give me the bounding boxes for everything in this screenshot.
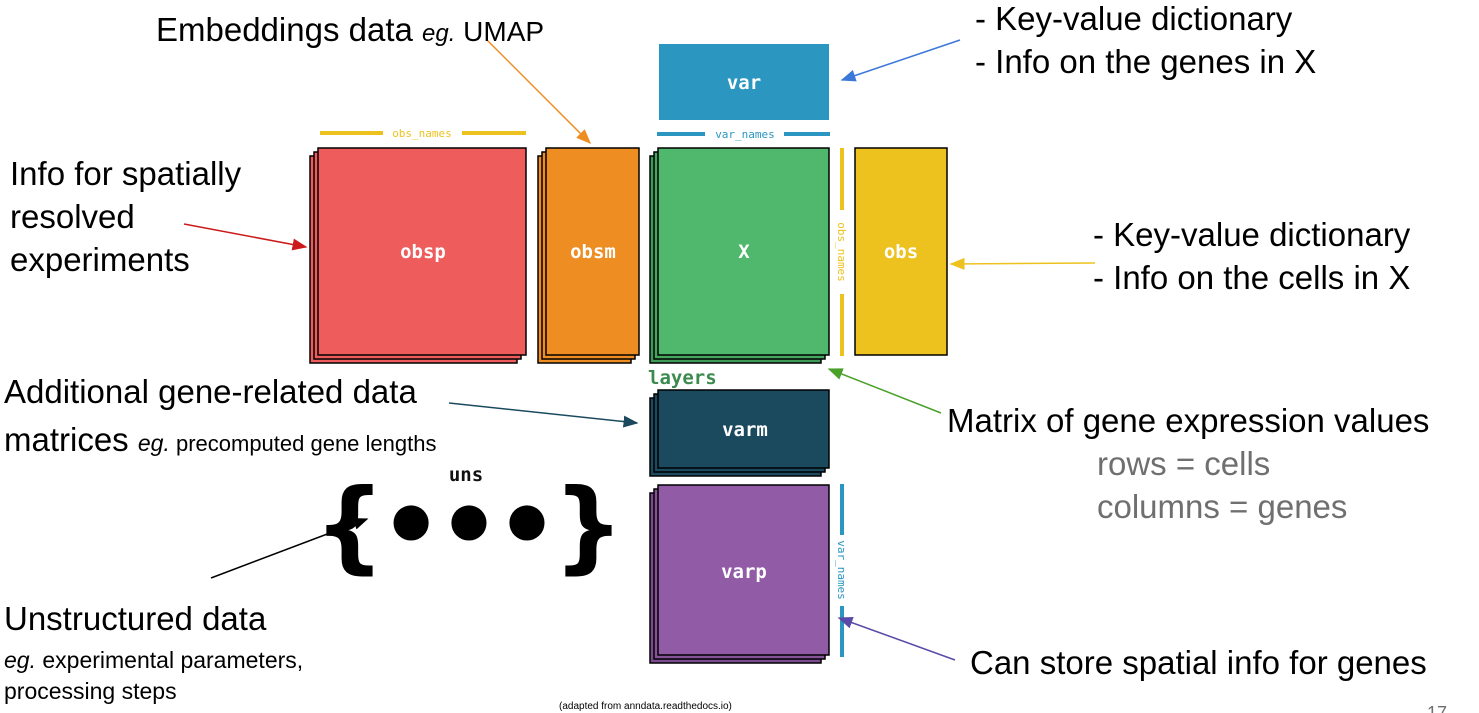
- arrow-obs: [949, 257, 1096, 270]
- uns-eg: eg.: [4, 647, 36, 673]
- obsm-label: obsm: [570, 241, 616, 263]
- varm-annotation-line1: Additional gene-related data: [4, 373, 417, 410]
- x-annotation-rows: rows = cells: [1097, 445, 1271, 482]
- var-names-top-label: var_names: [715, 128, 775, 141]
- x-block: X: [649, 147, 830, 364]
- obs-names-side-label: obs_names: [835, 222, 848, 282]
- uns-example-1: experimental parameters,: [35, 647, 304, 673]
- obs-label: obs: [884, 241, 918, 263]
- var-names-side: var_names: [835, 484, 848, 657]
- var-annotation-line1: - Key-value dictionary: [975, 0, 1293, 37]
- arrow-varp: [837, 616, 956, 661]
- var-names-top: var_names: [657, 128, 830, 141]
- embeddings-annotation: Embeddings data eg. UMAP: [156, 8, 544, 55]
- varp-annotation: Can store spatial info for genes: [970, 644, 1427, 681]
- arrow-uns: [210, 518, 369, 579]
- obs-names-top: obs_names: [320, 127, 526, 140]
- spatial-annotation-line1: Info for spatially: [10, 155, 242, 192]
- obs-names-side: obs_names: [835, 148, 848, 356]
- layers-label: layers: [648, 367, 717, 389]
- varm-annotation-line2: matrices eg. precomputed gene lengths: [4, 418, 436, 465]
- obs-block: obs: [854, 147, 948, 356]
- x-annotation-line1: Matrix of gene expression values: [947, 402, 1430, 439]
- obsm-block: obsm: [537, 147, 640, 364]
- uns-label: uns: [449, 464, 483, 486]
- uns-block: uns {•••}: [314, 464, 624, 584]
- spatial-annotation-line3: experiments: [10, 241, 190, 278]
- arrow-x: [827, 368, 942, 414]
- spatial-annotation-line2: resolved: [10, 198, 135, 235]
- arrow-var: [840, 39, 961, 82]
- varm-matrices-text: matrices: [4, 421, 138, 458]
- var-block: var: [659, 44, 829, 120]
- obs-annotation-line1: - Key-value dictionary: [1093, 216, 1411, 253]
- var-label: var: [727, 72, 761, 94]
- obs-annotation-line2: - Info on the cells in X: [1093, 259, 1411, 296]
- footer-credit: (adapted from anndata.readthedocs.io): [559, 701, 732, 712]
- uns-annotation-line1: eg. experimental parameters,: [4, 645, 303, 675]
- varm-block: varm: [649, 389, 830, 477]
- obsp-block: obsp: [309, 147, 527, 364]
- varm-eg: eg.: [137, 430, 170, 456]
- embeddings-eg: eg.: [422, 20, 456, 47]
- uns-annotation-line2: processing steps: [4, 678, 177, 704]
- embeddings-example: UMAP: [455, 16, 545, 47]
- varm-label: varm: [722, 419, 768, 441]
- arrow-varm: [448, 402, 639, 428]
- arrow-embeddings: [486, 39, 592, 145]
- varm-example: precomputed gene lengths: [169, 431, 437, 456]
- uns-annotation-title: Unstructured data: [4, 600, 267, 637]
- varp-label: varp: [721, 561, 767, 583]
- obsp-label: obsp: [400, 241, 446, 263]
- page-number: 17: [1427, 703, 1448, 713]
- varp-block: varp: [649, 484, 830, 664]
- embeddings-text: Embeddings data: [156, 11, 423, 48]
- uns-braces: {•••}: [314, 467, 618, 584]
- var-annotation-line2: - Info on the genes in X: [975, 43, 1317, 80]
- var-names-side-label: var_names: [835, 540, 848, 600]
- x-label: X: [738, 241, 750, 263]
- arrow-spatial: [183, 223, 308, 251]
- x-annotation-columns: columns = genes: [1097, 488, 1348, 525]
- obs-names-top-label: obs_names: [392, 127, 452, 140]
